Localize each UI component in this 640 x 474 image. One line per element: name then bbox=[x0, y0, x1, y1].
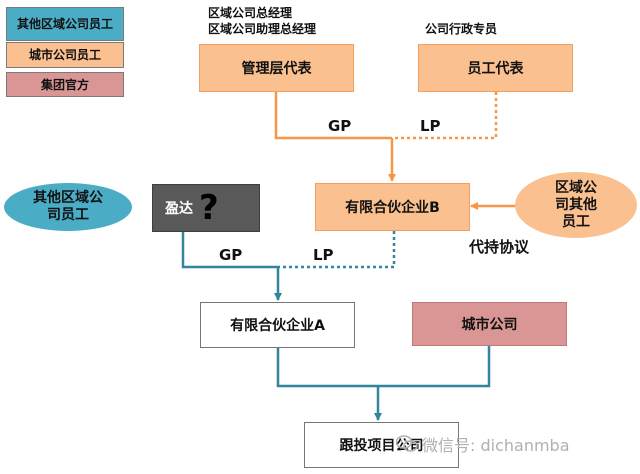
region-other-staff-label: 区域公司其他员工 bbox=[555, 179, 597, 230]
yingda-box: 盈达 ? bbox=[152, 184, 260, 232]
gp-label-top: GP bbox=[328, 117, 352, 135]
other-region-staff-ellipse: 其他区域公司员工 bbox=[4, 183, 132, 231]
region-other-staff-ellipse: 区域公司其他员工 bbox=[515, 172, 637, 238]
gp-line-bottom bbox=[181, 232, 278, 269]
proxy-agreement-label: 代持协议 bbox=[469, 238, 530, 256]
mgmt-rep-box: 管理层代表 bbox=[199, 44, 354, 92]
partnership-b-label: 有限合伙企业B bbox=[345, 200, 440, 216]
watermark-text: 微信号: dichanmba bbox=[422, 436, 570, 455]
partnership-b-box: 有限合伙企业B bbox=[315, 183, 470, 231]
project-company-label: 跟投项目公司 bbox=[339, 438, 424, 454]
legend-city-staff: 城市公司员工 bbox=[6, 42, 124, 68]
mgmt-rep-label: 管理层代表 bbox=[241, 61, 312, 77]
legend-label: 城市公司员工 bbox=[28, 48, 101, 62]
legend-group-official: 集团官方 bbox=[6, 72, 124, 97]
legend-label: 其他区域公司员工 bbox=[16, 17, 113, 31]
question-mark-icon: ? bbox=[199, 188, 219, 228]
watermark: 微信号: dichanmba bbox=[396, 432, 570, 456]
partnership-a-label: 有限合伙企业A bbox=[230, 318, 325, 334]
gp-line-top bbox=[274, 92, 392, 140]
staff-rep-box: 员工代表 bbox=[418, 44, 573, 92]
legend-label: 集团官方 bbox=[40, 77, 89, 92]
legend-other-region-staff: 其他区域公司员工 bbox=[6, 7, 124, 41]
yingda-label: 盈达 bbox=[165, 201, 193, 217]
city-line-down bbox=[378, 346, 491, 388]
lp-line-top bbox=[392, 92, 498, 140]
wechat-icon bbox=[396, 435, 418, 452]
staff-note: 公司行政专员 bbox=[425, 22, 498, 36]
lp-line-bottom bbox=[278, 231, 396, 269]
lp-label-bottom: LP bbox=[313, 246, 334, 264]
city-company-box: 城市公司 bbox=[412, 302, 567, 346]
partnership-a-box: 有限合伙企业A bbox=[200, 302, 355, 348]
other-region-staff-label: 其他区域公司员工 bbox=[33, 190, 103, 223]
mgmt-note-line1: 区域公司总经理 bbox=[208, 6, 293, 20]
mgmt-note-line2: 区域公司助理总经理 bbox=[208, 22, 317, 36]
city-company-label: 城市公司 bbox=[461, 317, 518, 333]
staff-rep-label: 员工代表 bbox=[467, 61, 524, 77]
lp-label-top: LP bbox=[420, 117, 441, 135]
project-company-box: 跟投项目公司 bbox=[304, 422, 459, 468]
gp-label-bottom: GP bbox=[219, 246, 243, 264]
a-line-down bbox=[276, 348, 378, 388]
